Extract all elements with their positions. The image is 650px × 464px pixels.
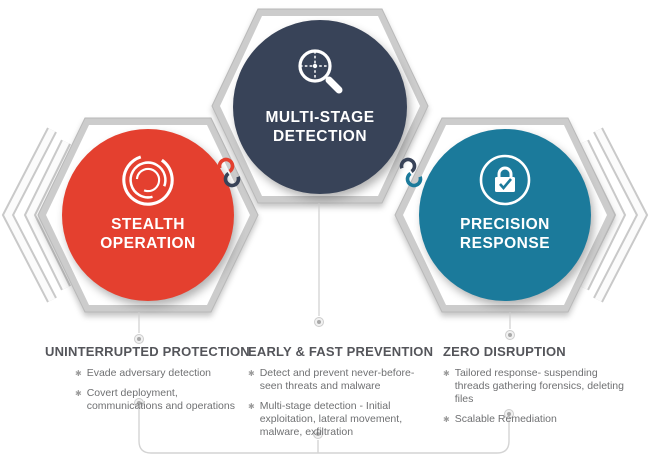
- multi-stage-detection-label: MULTI-STAGE DETECTION: [265, 109, 375, 145]
- bullet-list: ✱ Detect and prevent never-before-seen t…: [248, 367, 436, 439]
- bottom-connector: [134, 398, 514, 454]
- list-item: ✱ Multi-stage detection - Initial exploi…: [248, 400, 403, 438]
- multi-stage-detection-circle: MULTI-STAGE DETECTION: [233, 20, 407, 194]
- bullet-icon: ✱: [248, 402, 255, 411]
- bullet-icon: ✱: [75, 369, 82, 378]
- lock-check-icon: [479, 154, 531, 206]
- column-uninterrupted-protection: UNINTERRUPTED PROTECTION ✱ Evade adversa…: [45, 344, 250, 420]
- chain-link-left-icon: [217, 157, 241, 188]
- column-zero-disruption: ZERO DISRUPTION ✱ Tailored response- sus…: [443, 344, 635, 433]
- column-early-fast-prevention: EARLY & FAST PREVENTION ✱ Detect and pre…: [248, 344, 436, 446]
- stem-lines: [138, 203, 511, 333]
- stealth-operation-circle: STEALTH OPERATION: [62, 129, 234, 301]
- bullet-list: ✱ Tailored response- suspending threads …: [443, 367, 635, 426]
- bullet-icon: ✱: [443, 415, 450, 424]
- stem-dot-center: [314, 317, 324, 327]
- list-item: ✱ Detect and prevent never-before-seen t…: [248, 367, 415, 392]
- bullet-list: ✱ Evade adversary detection ✱ Covert dep…: [45, 367, 241, 413]
- stealth-rings-icon: [122, 154, 174, 206]
- chain-link-right-icon: [399, 157, 423, 188]
- left-chevron-icon: [1, 127, 71, 303]
- list-item: ✱ Scalable Remediation: [443, 413, 557, 425]
- precision-response-circle: PRECISION RESPONSE: [419, 129, 591, 301]
- stem-dot-left: [134, 334, 144, 344]
- bullet-icon: ✱: [443, 369, 450, 378]
- list-item: ✱ Covert deployment, communications and …: [75, 387, 235, 412]
- list-item: ✱ Evade adversary detection: [75, 367, 212, 379]
- stem-dot-right: [505, 330, 515, 340]
- column-heading: UNINTERRUPTED PROTECTION: [45, 344, 250, 359]
- bullet-icon: ✱: [75, 389, 82, 398]
- magnifier-crosshair-icon: [298, 49, 343, 94]
- column-heading: ZERO DISRUPTION: [443, 344, 566, 359]
- precision-response-label: PRECISION RESPONSE: [459, 216, 551, 252]
- stealth-operation-label: STEALTH OPERATION: [100, 216, 196, 252]
- list-item: ✱ Tailored response- suspending threads …: [443, 367, 624, 405]
- right-chevron-icon: [579, 127, 649, 303]
- column-heading: EARLY & FAST PREVENTION: [248, 344, 434, 359]
- bullet-icon: ✱: [248, 369, 255, 378]
